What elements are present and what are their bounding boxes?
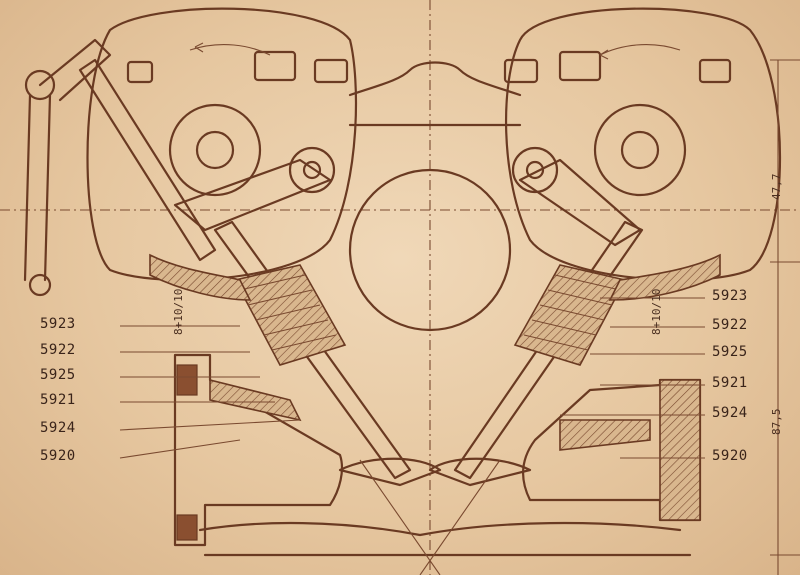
dimension-lower: 87,5 <box>770 408 783 436</box>
rocker-pivot-left <box>288 146 336 194</box>
dimension-upper: 47,7 <box>770 173 783 201</box>
lever-pivot-bottom <box>28 273 52 297</box>
valve-axis-lines <box>359 459 501 575</box>
label-left-5922: 5922 <box>40 342 76 358</box>
spring-left <box>233 264 347 366</box>
valve-right <box>428 220 644 487</box>
label-right-5920: 5920 <box>712 448 748 464</box>
valve-head-right <box>428 457 532 487</box>
rocker-arm-right <box>518 158 642 247</box>
casting-left-upper <box>149 253 252 301</box>
rocker-pivot-right <box>511 146 559 194</box>
cam-cover-right <box>504 7 781 282</box>
label-left-5920: 5920 <box>40 448 76 464</box>
valve-left <box>213 220 442 487</box>
spring-right <box>513 264 627 366</box>
leader-lines-left <box>119 325 301 459</box>
label-left-5925: 5925 <box>40 367 76 383</box>
port-left <box>173 353 344 547</box>
pushrod-left <box>78 58 217 262</box>
rotation-arrow-left <box>189 44 271 56</box>
label-right-5923: 5923 <box>712 288 748 304</box>
camshaft-left <box>168 103 262 197</box>
bolts-right <box>503 50 732 84</box>
tolerance-left: 8+10/10 <box>172 288 185 335</box>
label-left-5921: 5921 <box>40 392 76 408</box>
port-right <box>521 378 702 522</box>
bolts-left <box>126 50 349 84</box>
label-right-5924: 5924 <box>712 405 748 421</box>
label-right-5922: 5922 <box>712 317 748 333</box>
lever-pivot-top <box>24 69 56 101</box>
combustion-chamber <box>348 168 512 332</box>
valve-head-left <box>338 457 442 487</box>
tolerance-right: 8+10/10 <box>650 288 663 335</box>
dimension-lines <box>770 59 800 575</box>
camshaft-right-hub <box>620 130 660 170</box>
label-left-5924: 5924 <box>40 420 76 436</box>
camshaft-right <box>593 103 687 197</box>
lever-arm <box>23 93 52 282</box>
label-right-5925: 5925 <box>712 344 748 360</box>
rocker-arm-left <box>173 158 332 232</box>
rocker-pivot-left-pin <box>302 160 322 180</box>
label-left-5923: 5923 <box>40 316 76 332</box>
head-base-curve <box>198 521 682 537</box>
leader-lines-right <box>560 297 705 459</box>
camshaft-left-hub <box>195 130 235 170</box>
cam-cover-left <box>86 7 358 282</box>
label-right-5921: 5921 <box>712 375 748 391</box>
rotation-arrow-right <box>599 44 681 56</box>
lever-link <box>38 38 112 102</box>
rocker-pivot-right-pin <box>525 160 545 180</box>
head-bridge <box>348 61 522 97</box>
